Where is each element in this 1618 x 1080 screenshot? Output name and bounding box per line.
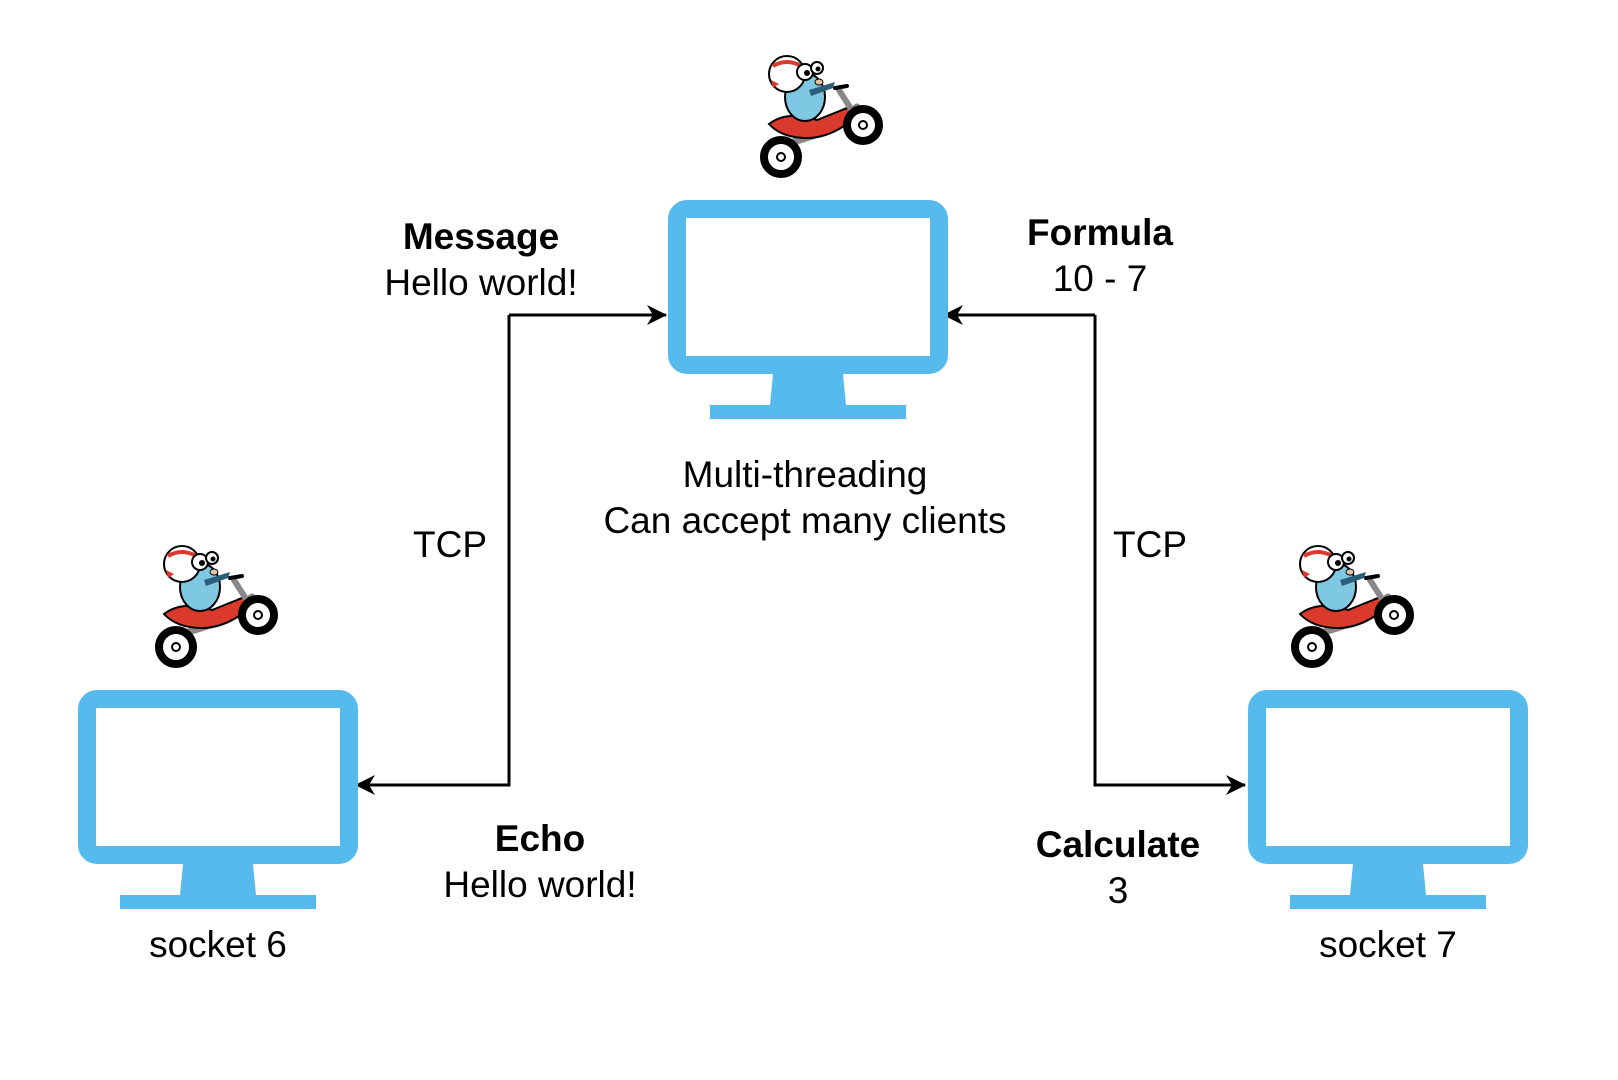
- formula-label: Formula 10 - 7: [1000, 210, 1200, 302]
- right-protocol-text: TCP: [1113, 524, 1187, 565]
- server-caption-line1: Multi-threading: [682, 454, 928, 495]
- right-protocol-label: TCP: [1105, 522, 1195, 568]
- server-gopher-icon: [764, 56, 879, 174]
- server-caption: Multi-threading Can accept many clients: [560, 452, 1050, 544]
- calculate-value: 3: [1107, 870, 1129, 911]
- left-client-caption: socket 6: [128, 922, 308, 968]
- message-title: Message: [402, 216, 560, 257]
- right-client-caption: socket 7: [1298, 922, 1478, 968]
- server-monitor-icon: [677, 209, 939, 419]
- right-connector-line: [1093, 315, 1246, 795]
- right-client-monitor-icon: [1257, 699, 1519, 909]
- right-client-caption-text: socket 7: [1319, 924, 1457, 965]
- left-client-gopher-icon: [159, 546, 274, 664]
- calculate-label: Calculate 3: [1018, 822, 1218, 914]
- server-caption-line2: Can accept many clients: [603, 500, 1007, 541]
- echo-title: Echo: [494, 818, 586, 859]
- calculate-title: Calculate: [1035, 824, 1201, 865]
- left-protocol-text: TCP: [413, 524, 487, 565]
- echo-value: Hello world!: [443, 864, 637, 905]
- left-client-caption-text: socket 6: [149, 924, 287, 965]
- left-client-monitor-icon: [87, 699, 349, 909]
- right-client-gopher-icon: [1295, 546, 1410, 664]
- formula-title: Formula: [1027, 212, 1173, 253]
- formula-value: 10 - 7: [1052, 258, 1148, 299]
- message-label: Message Hello world!: [366, 214, 596, 306]
- echo-label: Echo Hello world!: [425, 816, 655, 908]
- left-protocol-label: TCP: [405, 522, 495, 568]
- message-value: Hello world!: [384, 262, 578, 303]
- left-connector-line: [355, 315, 511, 795]
